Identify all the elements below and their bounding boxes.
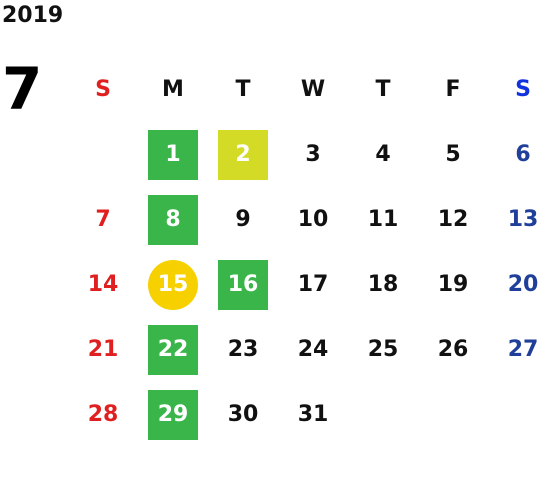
day-cell[interactable]: 14 <box>68 252 138 317</box>
day-number: 2 <box>235 142 251 167</box>
day-number: 13 <box>507 207 539 232</box>
day-cell[interactable]: 6 <box>488 122 548 187</box>
day-number: 4 <box>375 142 391 167</box>
weekday-header-mon: M <box>162 77 184 102</box>
day-number: 20 <box>507 272 539 297</box>
day-number: 24 <box>297 337 329 362</box>
day-number: 23 <box>227 337 259 362</box>
weekday-header-tue: T <box>235 77 251 102</box>
day-cell[interactable]: 23 <box>208 317 278 382</box>
day-number: 14 <box>87 272 119 297</box>
month-number: 7 <box>2 55 43 123</box>
day-cell[interactable]: 13 <box>488 187 548 252</box>
weekday-header-thu: T <box>375 77 391 102</box>
day-number: 6 <box>515 142 531 167</box>
day-number: 22 <box>157 337 189 362</box>
day-number: 18 <box>367 272 399 297</box>
empty-cell <box>418 382 488 447</box>
day-cell[interactable]: 29 <box>138 382 208 447</box>
day-cell[interactable]: 28 <box>68 382 138 447</box>
day-cell[interactable]: 10 <box>278 187 348 252</box>
day-highlight <box>148 130 198 180</box>
day-number: 31 <box>297 402 329 427</box>
day-number: 17 <box>297 272 329 297</box>
day-cell[interactable]: 21 <box>68 317 138 382</box>
day-cell[interactable]: 7 <box>68 187 138 252</box>
day-cell[interactable]: 11 <box>348 187 418 252</box>
day-cell[interactable]: 4 <box>348 122 418 187</box>
day-cell[interactable]: 26 <box>418 317 488 382</box>
day-cell[interactable]: 1 <box>138 122 208 187</box>
day-number: 1 <box>165 142 181 167</box>
day-number: 8 <box>165 207 181 232</box>
day-cell[interactable]: 17 <box>278 252 348 317</box>
day-number: 5 <box>445 142 461 167</box>
empty-cell <box>348 382 418 447</box>
day-cell[interactable]: 15 <box>138 252 208 317</box>
day-cell[interactable]: 16 <box>208 252 278 317</box>
day-number: 7 <box>95 207 111 232</box>
day-highlight <box>218 260 268 310</box>
day-cell[interactable]: 8 <box>138 187 208 252</box>
day-number: 21 <box>87 337 119 362</box>
day-cell[interactable]: 25 <box>348 317 418 382</box>
day-cell[interactable]: 18 <box>348 252 418 317</box>
day-cell[interactable]: 22 <box>138 317 208 382</box>
empty-cell <box>68 122 138 187</box>
day-number: 3 <box>305 142 321 167</box>
day-number: 26 <box>437 337 469 362</box>
year-label: 2019 <box>2 3 64 28</box>
day-number: 28 <box>87 402 119 427</box>
day-highlight <box>148 325 198 375</box>
day-highlight <box>148 195 198 245</box>
day-number: 15 <box>157 272 189 297</box>
weekday-header-sat: S <box>515 77 531 102</box>
day-number: 19 <box>437 272 469 297</box>
day-cell[interactable]: 2 <box>208 122 278 187</box>
day-number: 30 <box>227 402 259 427</box>
day-cell[interactable]: 20 <box>488 252 548 317</box>
weekday-header-fri: F <box>445 77 461 102</box>
day-number: 27 <box>507 337 539 362</box>
day-number: 29 <box>157 402 189 427</box>
weekday-header-wed: W <box>300 77 326 102</box>
day-cell[interactable]: 3 <box>278 122 348 187</box>
day-number: 10 <box>297 207 329 232</box>
day-number: 16 <box>227 272 259 297</box>
day-number: 25 <box>367 337 399 362</box>
day-cell[interactable]: 31 <box>278 382 348 447</box>
day-cell[interactable]: 19 <box>418 252 488 317</box>
day-cell[interactable]: 27 <box>488 317 548 382</box>
day-highlight <box>218 130 268 180</box>
day-cell[interactable]: 5 <box>418 122 488 187</box>
today-marker <box>148 260 198 310</box>
empty-cell <box>488 382 548 447</box>
day-cell[interactable]: 30 <box>208 382 278 447</box>
weekday-header-sun: S <box>95 77 111 102</box>
day-cell[interactable]: 12 <box>418 187 488 252</box>
day-number: 11 <box>367 207 399 232</box>
day-highlight <box>148 390 198 440</box>
day-cell[interactable]: 24 <box>278 317 348 382</box>
day-number: 9 <box>235 207 251 232</box>
day-number: 12 <box>437 207 469 232</box>
day-cell[interactable]: 9 <box>208 187 278 252</box>
